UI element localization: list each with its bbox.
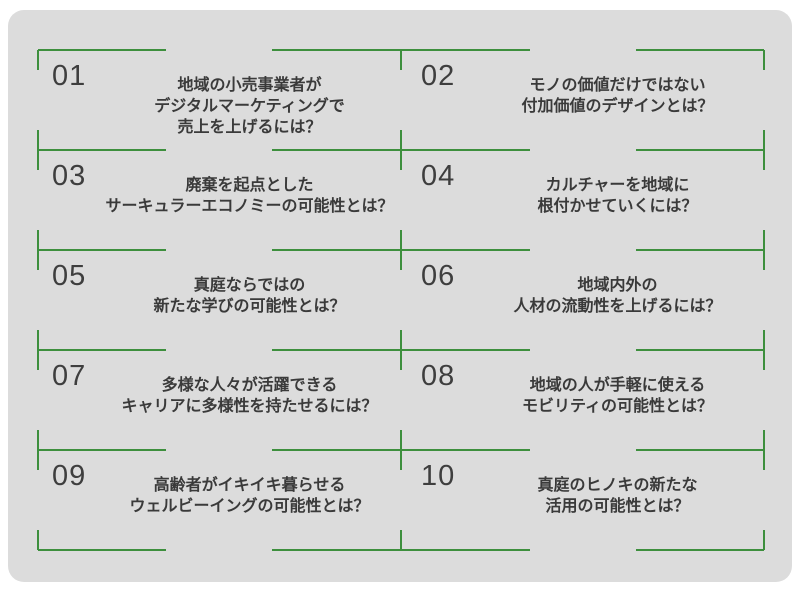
topic-question: 地域の小売事業者が デジタルマーケティングで 売上を上げるには？ <box>98 74 401 137</box>
topic-question-line: サーキュラーエコノミーの可能性とは？ <box>105 196 394 215</box>
topic-question-line: ウェルビーイングの可能性とは？ <box>129 496 370 515</box>
topic-number: 03 <box>52 160 87 192</box>
topic-number: 09 <box>52 460 87 492</box>
topic-question-line: キャリアに多様性を持たせるには？ <box>121 396 378 415</box>
topic-number: 10 <box>421 460 456 492</box>
topic-question-line: 廃棄を起点とした <box>185 175 314 194</box>
topic-card-05: 05 真庭ならではの 新たな学びの可能性とは？ <box>38 250 401 350</box>
topic-card-03: 03 廃棄を起点とした サーキュラーエコノミーの可能性とは？ <box>38 150 401 250</box>
topic-card-08: 08 地域の人が手軽に使える モビリティの可能性とは？ <box>401 350 764 450</box>
topic-question-line: 真庭ならではの <box>193 275 306 294</box>
topic-question-line: 売上を上げるには？ <box>177 117 322 136</box>
topic-number: 06 <box>421 260 456 292</box>
topic-question-line: 地域内外の <box>577 275 658 294</box>
topic-number: 08 <box>421 360 456 392</box>
topic-card-09: 09 高齢者がイキイキ暮らせる ウェルビーイングの可能性とは？ <box>38 450 401 550</box>
topic-question-line: モノの価値だけではない <box>529 75 706 94</box>
topic-question-line: 地域の小売事業者が <box>177 75 322 94</box>
topic-card-06: 06 地域内外の 人材の流動性を上げるには？ <box>401 250 764 350</box>
topic-card-10: 10 真庭のヒノキの新たな 活用の可能性とは？ <box>401 450 764 550</box>
topic-question-line: カルチャーを地域に <box>545 175 690 194</box>
topic-question: 地域内外の 人材の流動性を上げるには？ <box>471 274 764 316</box>
topic-question-line: 高齢者がイキイキ暮らせる <box>153 475 346 494</box>
topic-number: 07 <box>52 360 87 392</box>
topic-card-01: 01 地域の小売事業者が デジタルマーケティングで 売上を上げるには？ <box>38 50 401 150</box>
topic-question-line: 活用の可能性とは？ <box>545 496 690 515</box>
topic-question: モノの価値だけではない 付加価値のデザインとは？ <box>471 74 764 116</box>
topic-question: 高齢者がイキイキ暮らせる ウェルビーイングの可能性とは？ <box>98 474 401 516</box>
topic-question-line: デジタルマーケティングで <box>154 96 345 115</box>
topic-question-line: 人材の流動性を上げるには？ <box>513 296 722 315</box>
topic-number: 02 <box>421 60 456 92</box>
topic-question: 地域の人が手軽に使える モビリティの可能性とは？ <box>471 374 764 416</box>
topic-question: カルチャーを地域に 根付かせていくには？ <box>471 174 764 216</box>
topic-card-04: 04 カルチャーを地域に 根付かせていくには？ <box>401 150 764 250</box>
topic-question: 廃棄を起点とした サーキュラーエコノミーの可能性とは？ <box>98 174 401 216</box>
topic-question: 真庭ならではの 新たな学びの可能性とは？ <box>98 274 401 316</box>
topic-question-line: 根付かせていくには？ <box>537 196 698 215</box>
topics-grid: 01 地域の小売事業者が デジタルマーケティングで 売上を上げるには？ 02 モ… <box>38 50 764 550</box>
topic-question-line: モビリティの可能性とは？ <box>521 396 714 415</box>
topic-question-line: 真庭のヒノキの新たな <box>537 475 698 494</box>
topic-question-line: 多様な人々が活躍できる <box>161 375 338 394</box>
topic-number: 01 <box>52 60 87 92</box>
topic-question: 多様な人々が活躍できる キャリアに多様性を持たせるには？ <box>98 374 401 416</box>
topic-number: 05 <box>52 260 87 292</box>
topic-card-07: 07 多様な人々が活躍できる キャリアに多様性を持たせるには？ <box>38 350 401 450</box>
topic-number: 04 <box>421 160 456 192</box>
topic-card-02: 02 モノの価値だけではない 付加価値のデザインとは？ <box>401 50 764 150</box>
topic-question: 真庭のヒノキの新たな 活用の可能性とは？ <box>471 474 764 516</box>
topic-question-line: 新たな学びの可能性とは？ <box>153 296 346 315</box>
topics-panel <box>8 10 792 582</box>
topic-question-line: 付加価値のデザインとは？ <box>521 96 714 115</box>
topic-question-line: 地域の人が手軽に使える <box>529 375 706 394</box>
